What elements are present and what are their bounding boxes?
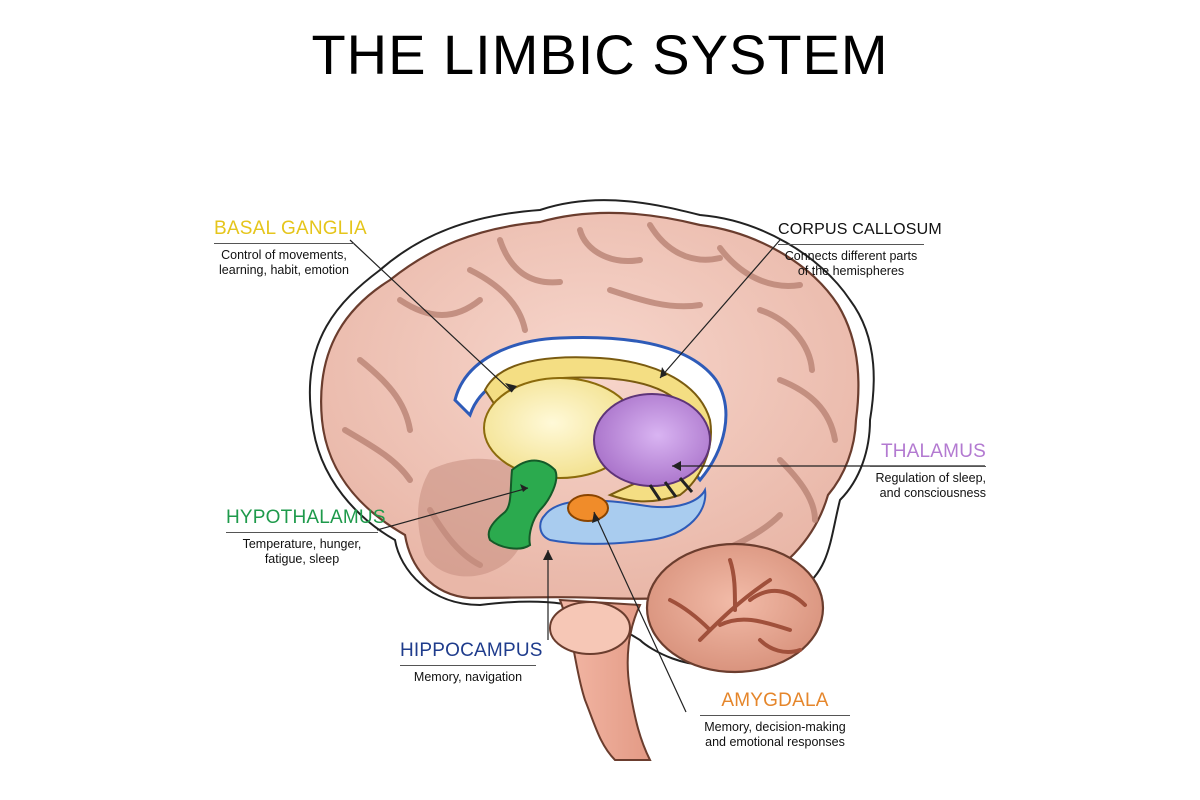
label-corpus-callosum-name: CORPUS CALLOSUM	[778, 221, 942, 238]
label-hypothalamus: HYPOTHALAMUS Temperature, hunger, fatigu…	[226, 507, 386, 567]
label-basal-ganglia-desc1: Control of movements,	[221, 248, 347, 262]
leader-amygdala	[593, 511, 687, 713]
leader-basal-ganglia	[349, 239, 513, 393]
label-thalamus-desc2: and consciousness	[879, 486, 986, 500]
label-corpus-callosum-rule	[778, 244, 924, 245]
label-hippocampus-desc1: Memory, navigation	[413, 670, 523, 684]
label-amygdala: AMYGDALA Memory, decision-making and emo…	[700, 690, 850, 750]
leader-corpus-callosum	[659, 239, 781, 379]
label-thalamus: THALAMUS Regulation of sleep, and consci…	[870, 441, 986, 501]
leader-hypothalamus	[376, 487, 529, 531]
amygdala	[567, 494, 609, 522]
label-hippocampus-rule	[400, 665, 536, 666]
label-hypothalamus-name: HYPOTHALAMUS	[226, 507, 386, 528]
label-hippocampus: HIPPOCAMPUS Memory, navigation	[400, 640, 543, 685]
label-corpus-callosum: CORPUS CALLOSUM Connects different parts…	[778, 219, 942, 279]
leader-arrowheads	[505, 367, 681, 560]
leader-lines	[349, 239, 985, 713]
label-hippocampus-name: HIPPOCAMPUS	[400, 640, 543, 661]
page-title: THE LIMBIC SYSTEM	[311, 23, 889, 86]
label-amygdala-rule	[700, 715, 850, 716]
label-thalamus-name: THALAMUS	[880, 441, 986, 462]
ventricle-stripes	[648, 477, 694, 501]
label-basal-ganglia-rule	[214, 243, 354, 244]
label-amygdala-desc1: Memory, decision-making	[704, 720, 846, 734]
label-hypothalamus-rule	[226, 532, 378, 533]
thalamus	[593, 393, 711, 487]
label-amygdala-desc2: and emotional responses	[705, 735, 845, 749]
pons	[549, 601, 631, 655]
label-basal-ganglia: BASAL GANGLIA Control of movements, lear…	[214, 218, 367, 278]
label-amygdala-name: AMYGDALA	[721, 690, 829, 711]
label-thalamus-rule	[870, 466, 986, 467]
label-hypothalamus-desc1: Temperature, hunger,	[242, 537, 362, 551]
label-basal-ganglia-desc2: learning, habit, emotion	[219, 263, 349, 277]
label-hypothalamus-desc2: fatigue, sleep	[264, 552, 340, 566]
label-corpus-callosum-desc2: of the hemispheres	[797, 264, 905, 278]
label-thalamus-desc1: Regulation of sleep,	[875, 471, 987, 485]
hypothalamus	[487, 459, 558, 550]
cerebellum-arbor	[668, 558, 807, 654]
label-basal-ganglia-name: BASAL GANGLIA	[214, 218, 367, 239]
label-corpus-callosum-desc1: Connects different parts	[784, 249, 918, 263]
